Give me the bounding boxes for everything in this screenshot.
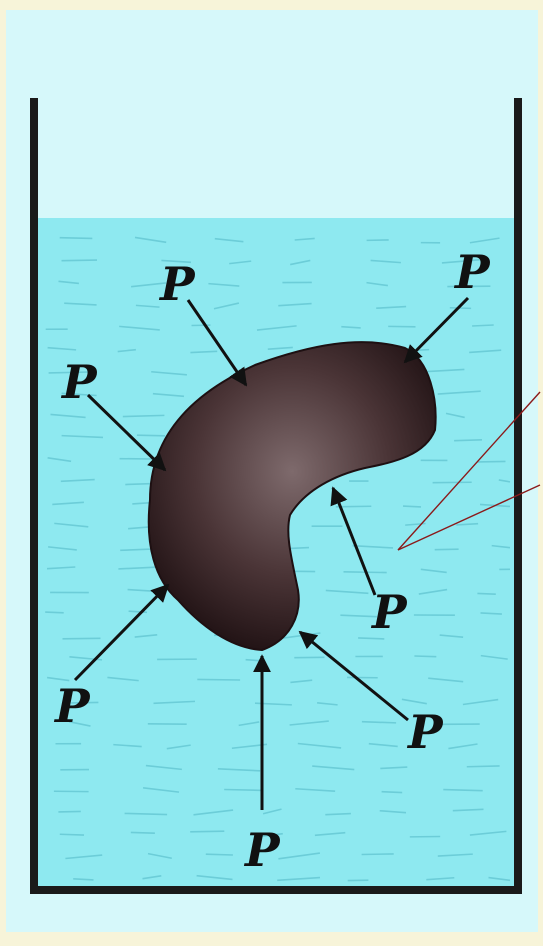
water-ripple-dash [62,260,98,261]
water-ripple-dash [454,440,482,441]
water-ripple-dash [481,613,502,614]
water-ripple-dash [60,834,84,835]
water-ripple-dash [403,506,421,507]
water-ripple-dash [131,832,155,833]
water-ripple-dash [450,308,471,309]
pressure-label-left-upper: P [60,355,98,409]
water-ripple-dash [472,325,494,326]
pressure-label-lower-right: P [406,705,444,759]
water-ripple-dash [224,790,263,791]
water-ripple-dash [382,792,403,793]
water-ripple-dash [60,238,93,239]
water-ripple-dash [125,484,153,485]
water-ripple-dash [410,350,429,351]
water-ripple-dash [414,656,436,657]
water-ripple-dash [190,831,224,832]
water-ripple-dash [206,854,233,855]
water-ripple-dash [477,593,495,594]
water-ripple-dash [435,549,459,550]
water-ripple-dash [45,612,64,613]
pressure-label-top-center: P [158,257,196,311]
pressure-label-top-right: P [453,245,491,299]
water-ripple-dash [362,854,394,855]
pressure-label-lower-left: P [53,679,91,733]
water-ripple-dash [467,766,500,767]
water-ripple-dash [137,435,165,436]
water-ripple-dash [197,679,240,680]
pressure-label-inner-concave: P [370,585,408,639]
pressure-label-bottom: P [243,823,281,877]
